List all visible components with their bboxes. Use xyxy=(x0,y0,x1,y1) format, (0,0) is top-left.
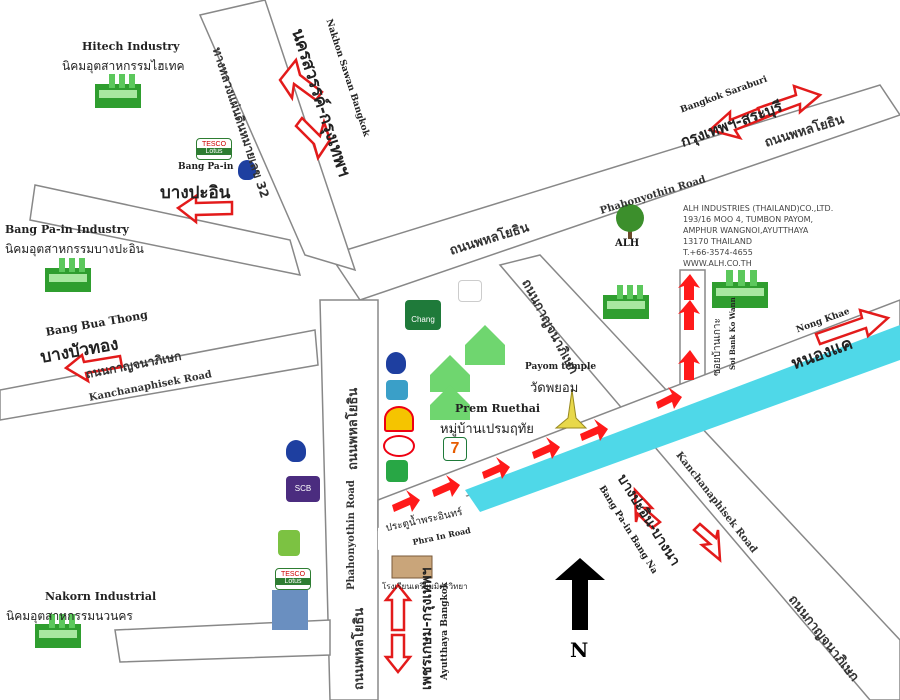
arrow-bangkok-n xyxy=(294,116,332,161)
ptt-logo xyxy=(286,440,306,462)
factory-icon xyxy=(95,74,141,108)
canal xyxy=(465,325,900,512)
route-arrows xyxy=(392,274,700,512)
company-website[interactable]: WWW.ALH.CO.TH xyxy=(683,259,752,268)
tesco-text: TESCO xyxy=(280,571,306,578)
seven-text: 7 xyxy=(450,440,460,457)
road-nakorn xyxy=(114,619,331,663)
road-kanchanaphisek-w xyxy=(0,329,319,421)
arrow-bangkok-s xyxy=(383,633,413,675)
address-line-2: AMPHUR WANGNOI,AYUTTHAYA xyxy=(683,226,809,235)
chang-logo: Chang xyxy=(405,300,441,330)
bangpain-th: บางปะอิน xyxy=(160,183,231,203)
road-bangpain xyxy=(29,184,302,276)
arrow-bangpain-s xyxy=(633,486,662,530)
route-arrow xyxy=(432,475,460,497)
arrow-bangpain xyxy=(175,193,234,225)
lotus-flower-logo xyxy=(458,280,482,302)
arrow-ayutthaya-n xyxy=(383,582,413,632)
hospital-icon xyxy=(272,590,308,630)
company-phone: T.+66-3574-4655 xyxy=(683,248,753,257)
soi-en: Soi Bank Ko Wann xyxy=(728,297,737,370)
school-icon xyxy=(391,555,433,579)
phahon-th-label-south2: ถนนพหลโยธิน xyxy=(352,607,367,690)
factory-icon xyxy=(35,614,81,648)
arrow-bangna xyxy=(692,522,722,563)
road-frontage xyxy=(377,299,900,532)
temple-icon xyxy=(554,389,588,429)
prem-en: Prem Ruethai xyxy=(455,402,541,415)
shell-logo xyxy=(384,406,414,432)
route-arrow xyxy=(532,437,560,459)
scb-text: SCB xyxy=(294,484,312,493)
road-hw32 xyxy=(198,0,357,272)
chang-text: Chang xyxy=(411,315,435,324)
road-phahonyothin-s xyxy=(319,299,379,700)
payom-en: Payom temple xyxy=(525,362,597,372)
factory-icons xyxy=(35,74,768,648)
nakorn-th: นิคมอุตสาหกรรมนวนคร xyxy=(6,609,133,623)
north-label: N xyxy=(570,638,589,662)
alh-logo-text: ALH xyxy=(615,238,640,249)
route-arrow xyxy=(678,350,700,380)
factory-icon xyxy=(603,285,649,319)
factory-icon xyxy=(45,258,91,292)
village-houses-icon xyxy=(430,325,505,420)
alh-factory-icon xyxy=(712,270,768,308)
road-phahonyothin-ne xyxy=(328,84,900,301)
bank-logo xyxy=(386,380,408,400)
lotus-text: Lotus xyxy=(197,148,231,155)
bangpain-en: Bang Pa-in xyxy=(178,162,234,172)
prem-th: หมู่บ้านเปรมฤทัย xyxy=(440,422,534,437)
road-kanchanaphisek-e xyxy=(498,254,900,700)
bank-green-logo xyxy=(386,460,408,482)
arrow-bangbua xyxy=(63,352,124,384)
soi-th: ซอยบ้านเกาะ xyxy=(712,318,723,376)
phahon-th-label-south: ถนนพหลโยธิน xyxy=(346,387,361,470)
ptt-logo xyxy=(386,352,406,374)
nakorn-en: Nakorn Industrial xyxy=(45,590,157,603)
address-line-3: 13170 THAILAND xyxy=(683,237,752,246)
route-arrow xyxy=(678,300,700,330)
company-name: ALH INDUSTRIES (THAILAND)CO.,LTD. xyxy=(683,204,834,213)
route-arrow xyxy=(678,274,700,300)
payom-th: วัดพยอม xyxy=(530,381,579,396)
bangpain-ind-th: นิคมอุตสาหกรรมบางปะอิน xyxy=(5,242,144,256)
alh-tree-icon xyxy=(616,204,644,239)
canal-west xyxy=(378,495,480,550)
scb-logo: SCB xyxy=(286,476,320,502)
route-arrow xyxy=(482,457,510,479)
route-arrow xyxy=(580,419,608,441)
hitech-th: นิคมอุตสาหกรรมไฮเทค xyxy=(62,59,185,73)
north-arrow-icon xyxy=(555,558,605,630)
hitech-en: Hitech Industry xyxy=(82,40,180,53)
toyota-logo xyxy=(383,435,415,457)
phahon-en-label-south: Phahonyothin Road xyxy=(346,480,357,590)
arrow-nongkhae xyxy=(814,308,891,346)
tesco-text: TESCO xyxy=(201,141,227,148)
address-line-1: 193/16 MOO 4, TUMBON PAYOM, xyxy=(683,215,814,224)
ayutthaya-en: Ayutthaya Bangkok xyxy=(440,581,450,680)
company-address: ALH INDUSTRIES (THAILAND)CO.,LTD. 193/16… xyxy=(683,203,833,269)
bigc-logo xyxy=(278,530,300,556)
route-arrow xyxy=(656,387,682,409)
seven-eleven-logo: 7 xyxy=(443,437,467,461)
ptt-logo xyxy=(238,160,256,180)
arrow-bkk-e xyxy=(756,84,823,120)
lotus-text: Lotus xyxy=(276,578,310,585)
route-arrow xyxy=(392,490,420,512)
arrow-nakhonsawan xyxy=(278,57,324,102)
school-th: โรงเรียนเตรียมมิตรวิทยา xyxy=(382,582,468,591)
bangpain-ind-en: Bang Pa-in Industry xyxy=(5,223,129,236)
